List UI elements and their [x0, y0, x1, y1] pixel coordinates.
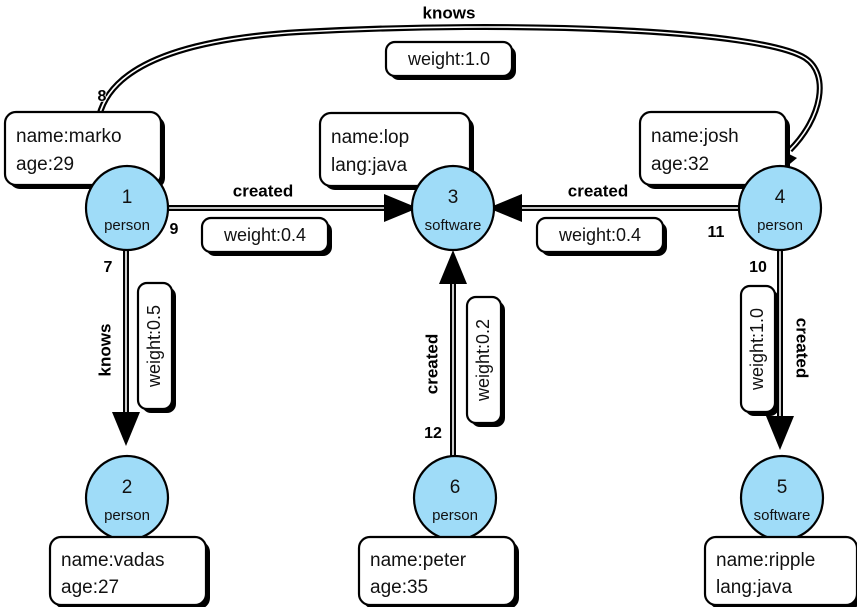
edge-8-label: knows [423, 3, 476, 22]
edge-10-arrowhead [766, 416, 794, 450]
node-2-id: 2 [122, 477, 133, 498]
node-2-label: person [104, 507, 150, 524]
node-6-label: person [432, 507, 478, 524]
node-4-prop-line-1: name:josh [651, 126, 739, 147]
node-4-prop-line-2: age:32 [651, 154, 709, 175]
edge-8-weight-text: weight:1.0 [407, 49, 490, 69]
node-1[interactable]: 1 person [84, 164, 170, 252]
edge-8-weight-rect [384, 40, 514, 78]
edge-7-weight-text: weight:0.5 [144, 305, 164, 388]
edge-8-id: 8 [98, 88, 107, 105]
edge-11-arrowhead [488, 194, 522, 222]
edge-12-weight-box[interactable]: weight:0.2 [465, 295, 505, 427]
edge-9-arrowhead [384, 194, 418, 222]
edge-9-weight-box[interactable]: weight:0.4 [200, 216, 332, 256]
edge-9-id: 9 [170, 221, 179, 238]
edge-12-label: created [422, 334, 441, 394]
node-6-property-box[interactable]: name:peter age:35 [357, 535, 519, 607]
node-3-label: software [425, 217, 482, 234]
edge-11-created[interactable]: created 11 weight:0.4 [488, 181, 740, 256]
node-1-id: 1 [122, 187, 133, 208]
node-6-prop-line-2: age:35 [370, 577, 428, 598]
edge-11-weight-box[interactable]: weight:0.4 [535, 216, 667, 256]
node-3-prop-line-1: name:lop [331, 127, 409, 148]
edge-10-label: created [793, 318, 812, 378]
node-3-prop-rect [318, 111, 472, 188]
node-5-prop-rect [703, 535, 857, 607]
edge-8-knows[interactable]: knows 8 weight:1.0 [94, 3, 823, 180]
node-5-prop-line-1: name:ripple [716, 550, 815, 571]
node-2-prop-line-1: name:vadas [61, 550, 165, 571]
node-1-prop-line-1: name:marko [16, 126, 122, 147]
edge-7-weight-rect [136, 281, 174, 411]
edge-7-knows[interactable]: knows 7 weight:0.5 [95, 250, 176, 446]
node-1-label: person [104, 217, 150, 234]
edge-10-created[interactable]: created 10 weight:1.0 [739, 250, 812, 450]
node-3[interactable]: 3 software [410, 164, 496, 252]
node-2[interactable]: 2 person [84, 454, 170, 542]
edge-12-created[interactable]: created 12 weight:0.2 [422, 250, 505, 460]
edge-9-weight-rect [200, 216, 330, 254]
edge-8-path-inner [96, 26, 821, 179]
edge-11-id: 11 [708, 224, 725, 241]
node-5-label: software [754, 507, 811, 524]
edge-9-weight-text: weight:0.4 [223, 225, 306, 245]
node-2-prop-rect [48, 535, 208, 607]
node-6-prop-line-1: name:peter [370, 550, 467, 571]
node-6[interactable]: 6 person [412, 454, 498, 542]
edge-11-label: created [568, 181, 628, 200]
node-5-prop-line-2: lang:java [716, 577, 792, 598]
edge-11-weight-rect [535, 216, 665, 254]
node-1-prop-line-2: age:29 [16, 154, 74, 175]
edge-10-weight-text: weight:1.0 [747, 308, 767, 391]
edge-9-label: created [233, 181, 293, 200]
node-1-shape [84, 164, 170, 252]
node-5-id: 5 [777, 477, 788, 498]
node-4-id: 4 [775, 187, 786, 208]
edge-7-arrowhead [112, 412, 140, 446]
node-6-id: 6 [450, 477, 461, 498]
node-4-prop-rect [638, 110, 788, 187]
edge-10-weight-rect [739, 284, 777, 414]
edge-12-weight-text: weight:0.2 [473, 319, 493, 402]
node-3-shape [410, 164, 496, 252]
edge-12-weight-rect [465, 295, 503, 425]
node-4[interactable]: 4 person [737, 164, 823, 252]
node-6-prop-rect [357, 535, 517, 607]
edge-7-label: knows [95, 324, 114, 377]
edge-10-weight-box[interactable]: weight:1.0 [739, 284, 779, 416]
node-3-prop-line-2: lang:java [331, 155, 407, 176]
node-4-label: person [757, 217, 803, 234]
edge-9-created[interactable]: created 9 weight:0.4 [166, 181, 418, 256]
node-5-property-box[interactable]: name:ripple lang:java [703, 535, 857, 607]
edge-12-arrowhead [439, 250, 467, 284]
node-4-property-box[interactable]: name:josh age:32 [638, 110, 790, 189]
edge-11-weight-text: weight:0.4 [558, 225, 641, 245]
edge-8-weight-box[interactable]: weight:1.0 [384, 40, 516, 80]
node-2-property-box[interactable]: name:vadas age:27 [48, 535, 210, 607]
edge-7-weight-box[interactable]: weight:0.5 [136, 281, 176, 413]
edge-7-id: 7 [104, 259, 113, 276]
node-4-shape [737, 164, 823, 252]
node-2-prop-line-2: age:27 [61, 577, 119, 598]
edge-12-id: 12 [424, 425, 442, 442]
node-5[interactable]: 5 software [739, 454, 825, 542]
edge-10-id: 10 [749, 259, 767, 276]
node-3-id: 3 [448, 187, 459, 208]
